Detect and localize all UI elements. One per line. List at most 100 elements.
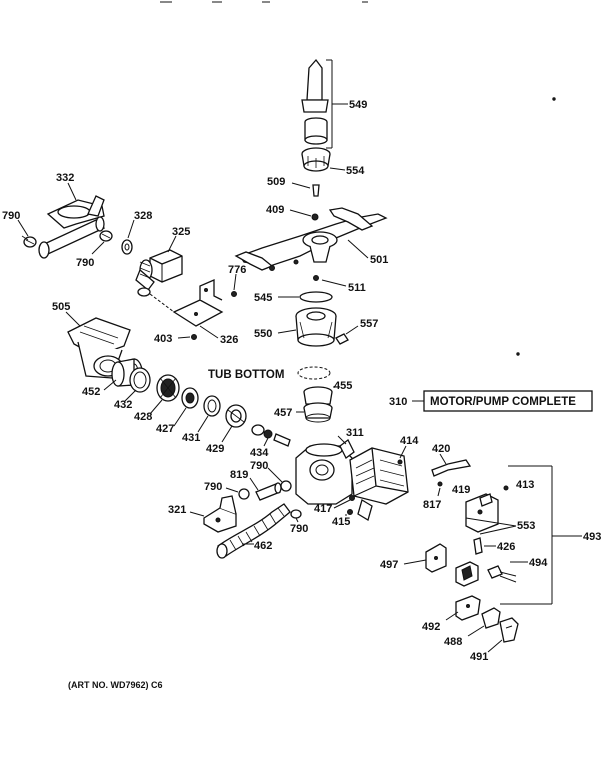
bracket-part	[172, 279, 224, 327]
screw-417-part	[349, 495, 355, 501]
label-497: 497	[380, 559, 398, 571]
label-819: 819	[230, 469, 248, 481]
wire-420-part	[431, 459, 472, 477]
label-501: 501	[370, 254, 388, 266]
clamp-790c-part	[280, 480, 292, 492]
o-ring-part	[121, 239, 133, 255]
label-328: 328	[134, 210, 152, 222]
screw-414-part	[397, 459, 403, 465]
clamp-790d-part	[238, 488, 250, 500]
label-321: 321	[168, 504, 186, 516]
label-452: 452	[82, 386, 100, 398]
valve-part	[135, 249, 183, 297]
label-419: 419	[452, 484, 470, 496]
label-432: 432	[114, 399, 132, 411]
label-415: 415	[332, 516, 350, 528]
speck	[516, 352, 520, 356]
plate-497-part	[425, 543, 447, 573]
label-494: 494	[529, 557, 548, 569]
label-403: 403	[154, 333, 172, 345]
label-310: 310	[389, 396, 407, 408]
gasket-432-part	[129, 367, 151, 393]
label-427: 427	[156, 423, 174, 435]
motor-part	[349, 447, 409, 521]
label-545: 545	[254, 292, 272, 304]
label-492: 492	[422, 621, 440, 633]
label-462: 462	[254, 540, 272, 552]
plate-492-part	[455, 595, 481, 621]
label-409: 409	[266, 204, 284, 216]
label-311: 311	[346, 427, 364, 439]
collar-457-part	[303, 402, 333, 423]
switch-bracket-part	[465, 493, 499, 533]
clip-part	[313, 275, 319, 281]
pin-426-part	[473, 537, 483, 555]
seal-455-part	[303, 386, 333, 405]
impeller-part	[156, 374, 180, 402]
tub-bottom-ring	[297, 366, 331, 380]
part-488	[481, 607, 501, 629]
label-790-b: 790	[76, 257, 94, 269]
connector-494-part	[487, 565, 517, 583]
label-817: 817	[423, 499, 441, 511]
label-790-d: 790	[204, 481, 222, 493]
nut-part	[301, 147, 331, 172]
manifold-pipe-part	[38, 195, 106, 259]
label-414: 414	[400, 435, 419, 447]
label-549: 549	[349, 99, 367, 111]
label-417: 417	[314, 503, 332, 515]
label-332: 332	[56, 172, 74, 184]
pump-housing-part	[295, 307, 337, 347]
label-553: 553	[517, 520, 535, 532]
chopper-part	[181, 387, 199, 409]
label-325: 325	[172, 226, 190, 238]
part-491	[499, 617, 519, 643]
screw-776-part	[231, 291, 237, 297]
lower-spray-arm-part	[234, 207, 388, 271]
label-428: 428	[134, 411, 152, 423]
hose-clamp-part-2	[99, 230, 113, 242]
washer-part	[311, 213, 319, 221]
label-420: 420	[432, 443, 450, 455]
hose-clamp-part	[21, 235, 37, 248]
gasket-part	[299, 291, 333, 303]
label-431: 431	[182, 432, 200, 444]
spray-tower-part	[301, 58, 329, 145]
art-number-caption: (ART NO. WD7962) C6	[68, 680, 163, 690]
clip-557-part	[335, 333, 349, 345]
label-505: 505	[52, 301, 70, 313]
screw-403-part	[191, 334, 197, 340]
label-790-e: 790	[290, 523, 308, 535]
label-550: 550	[254, 328, 272, 340]
label-413: 413	[516, 479, 534, 491]
label-509: 509	[267, 176, 285, 188]
label-429: 429	[206, 443, 224, 455]
label-457: 457	[274, 407, 292, 419]
label-511: 511	[348, 282, 366, 294]
screw-415-part	[347, 509, 353, 515]
label-776: 776	[228, 264, 246, 276]
seal-kit-434-part	[251, 424, 291, 447]
label-488: 488	[444, 636, 462, 648]
label-557: 557	[360, 318, 378, 330]
speck	[552, 97, 556, 101]
clamp-790e-part	[290, 509, 302, 519]
label-554: 554	[346, 165, 365, 177]
bolt-part	[312, 184, 320, 197]
label-455: 455	[334, 380, 352, 392]
bracket-321-part	[203, 495, 237, 533]
hose-819-part	[255, 482, 282, 501]
screw-413-part	[503, 485, 509, 491]
motor-pump-complete-label: MOTOR/PUMP COMPLETE	[430, 396, 576, 408]
drain-hose-part	[216, 503, 291, 559]
label-434: 434	[250, 447, 269, 459]
label-790-c: 790	[250, 460, 268, 472]
tub-bottom-label: TUB BOTTOM	[208, 369, 284, 381]
label-491: 491	[470, 651, 488, 663]
switch-body-part	[455, 561, 479, 587]
label-790-a: 790	[2, 210, 20, 222]
screen-431-part	[203, 395, 221, 417]
label-493: 493	[583, 531, 601, 543]
label-326: 326	[220, 334, 238, 346]
